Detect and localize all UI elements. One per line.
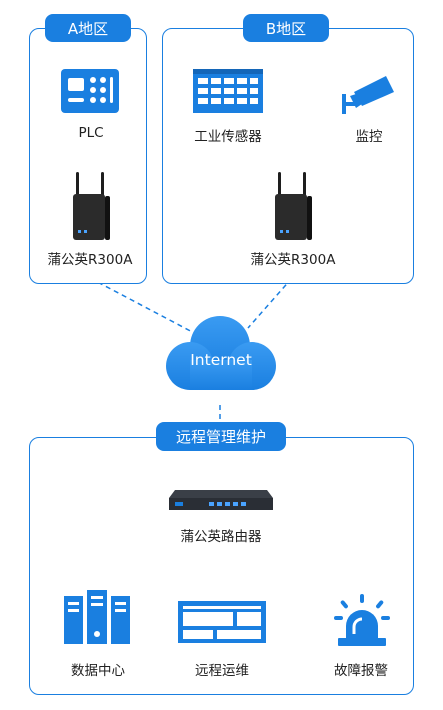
security-camera-icon: [342, 76, 394, 114]
industrial-sensor-icon: [193, 69, 263, 113]
data-center-icon: [64, 590, 130, 644]
industrial-sensor-label: 工业传感器: [194, 129, 262, 145]
remote-ops-label: 远程运维: [195, 663, 249, 679]
region-a-panel: [29, 28, 147, 284]
plc-icon: [61, 69, 119, 113]
fault-alarm-icon: [334, 594, 390, 646]
pgy-router-icon: [169, 490, 273, 510]
plc-label: PLC: [78, 125, 104, 141]
internet-cloud-icon: [166, 316, 276, 390]
region-a-title: A地区: [45, 14, 131, 42]
management-title: 远程管理维护: [156, 422, 286, 451]
camera-label: 监控: [355, 129, 383, 145]
router-r300a-icon-a: [73, 172, 110, 240]
region-b-panel: [162, 28, 414, 284]
data-center-label: 数据中心: [71, 663, 125, 679]
router-a-label: 蒲公英R300A: [47, 252, 133, 268]
router-b-to-cloud-line: [247, 277, 293, 329]
internet-label: Internet: [190, 351, 252, 369]
router-r300a-icon-b: [275, 172, 312, 240]
router-b-label: 蒲公英R300A: [250, 252, 336, 268]
pgy-router-label: 蒲公英路由器: [180, 529, 262, 545]
router-a-to-cloud-line: [89, 277, 199, 336]
remote-ops-icon: [178, 601, 266, 643]
region-b-title: B地区: [243, 14, 329, 42]
management-panel: [29, 437, 414, 695]
fault-alarm-label: 故障报警: [334, 663, 388, 679]
